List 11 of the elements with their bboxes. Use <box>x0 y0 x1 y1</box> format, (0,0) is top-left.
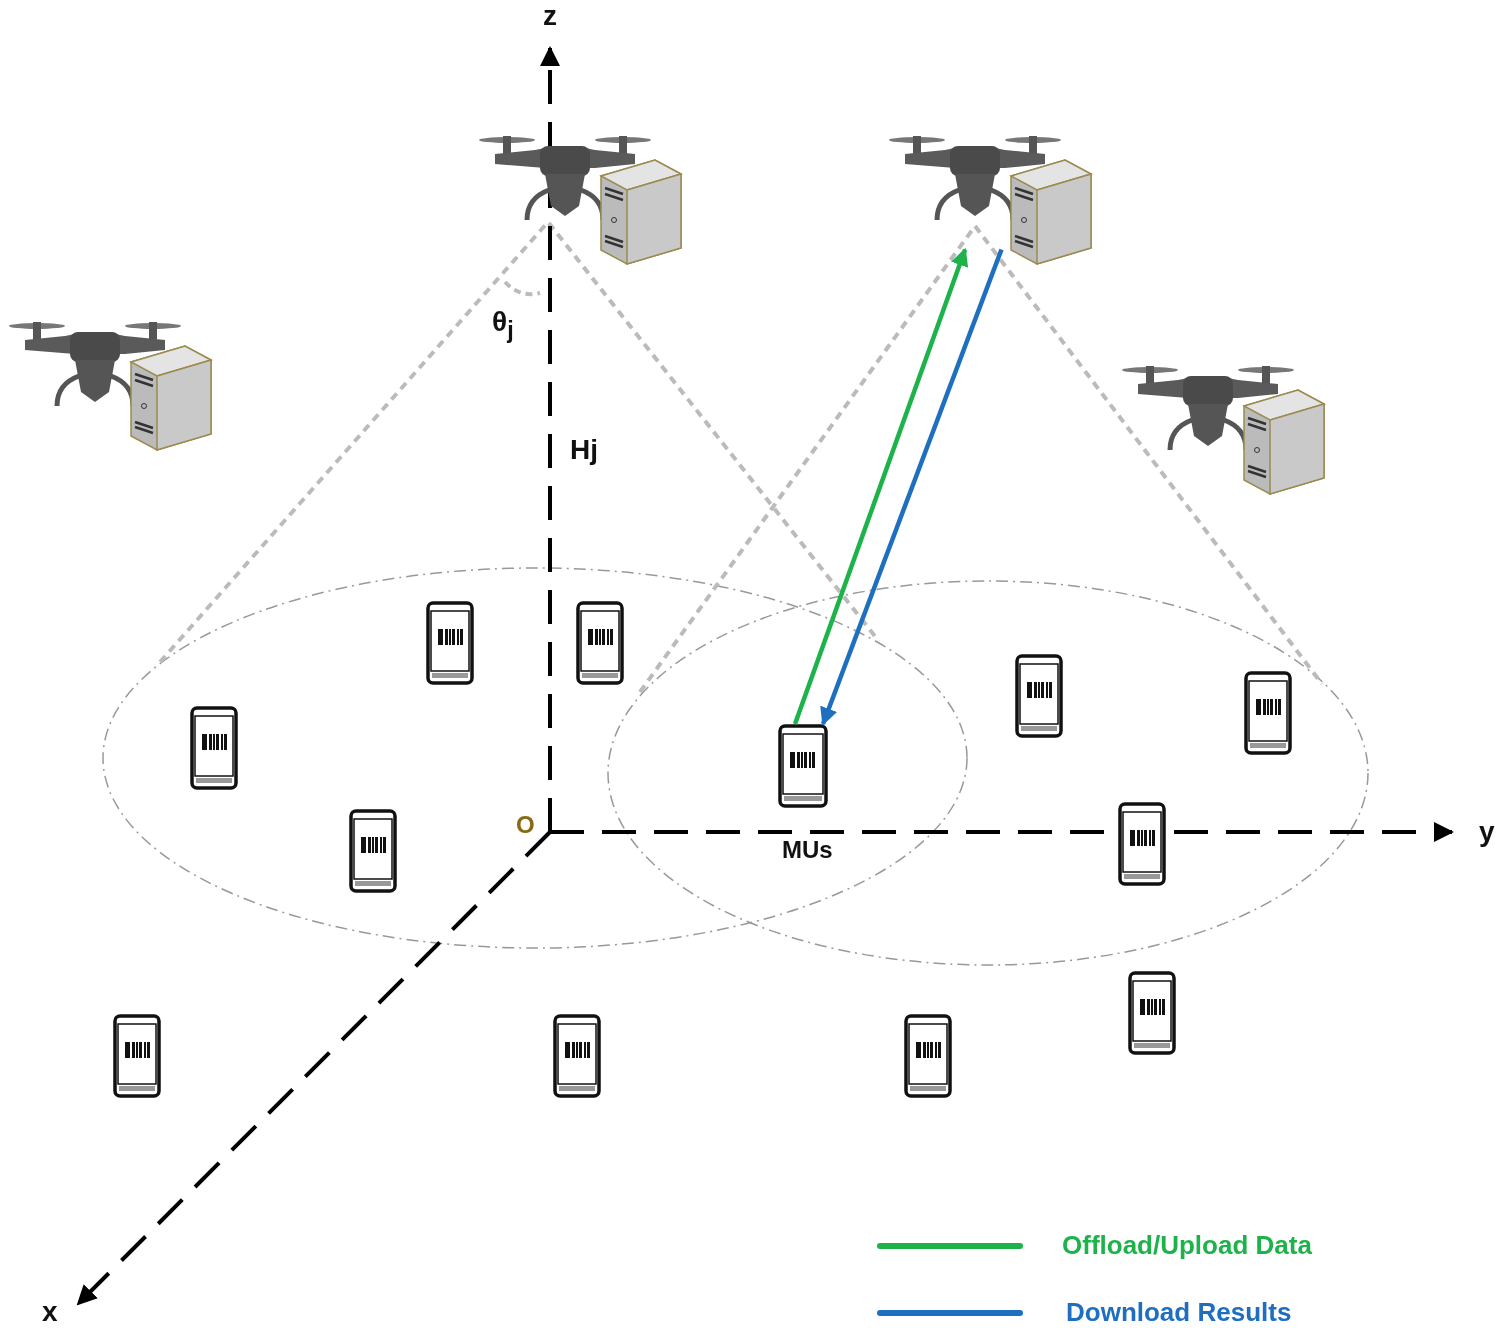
legend-label: Download Results <box>1066 1299 1292 1325</box>
angle-label: θ$_{j}$ <box>492 308 514 342</box>
legend-label: Offload/Upload Data <box>1062 1232 1312 1258</box>
axis-label: z <box>543 2 557 30</box>
axis-label: y <box>1479 818 1495 846</box>
arrow <box>792 247 969 725</box>
arrow <box>820 248 1004 726</box>
origin-label: O <box>516 813 535 837</box>
axis-label: x <box>42 1298 58 1326</box>
height-label: Hj <box>570 436 598 464</box>
group-label: MUs <box>782 838 833 862</box>
